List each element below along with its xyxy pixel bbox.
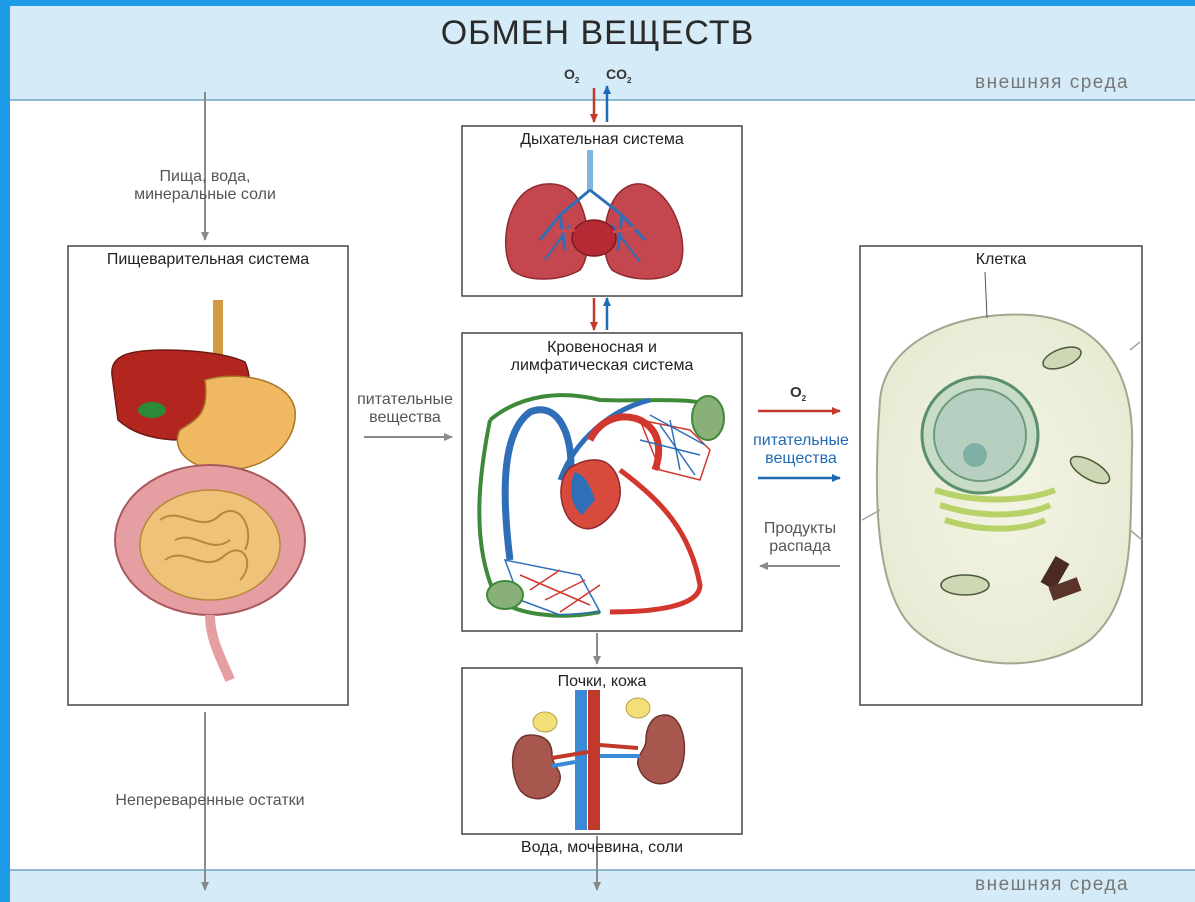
circulatory-title: Кровеносная и лимфатическая система (492, 339, 712, 375)
nutrients-in-label: питательные вещества (340, 391, 470, 427)
environment-label-bottom: внешняя среда (975, 874, 1129, 896)
o2-label: O2 (564, 66, 579, 85)
respiratory-title: Дыхательная система (462, 131, 742, 149)
undigested-label: Непереваренные остатки (80, 792, 340, 810)
environment-label-top: внешняя среда (975, 72, 1129, 94)
excretion-label: Вода, мочевина, соли (462, 839, 742, 857)
kidneys-box (462, 668, 742, 834)
nutrients-to-cell-label: питательные вещества (742, 432, 860, 468)
cell-title: Клетка (860, 251, 1142, 269)
page-title: ОБМЕН ВЕЩЕСТВ (0, 14, 1195, 53)
kidneys-title: Почки, кожа (462, 673, 742, 691)
digestive-title: Пищеварительная система (68, 251, 348, 269)
co2-label: CO2 (606, 66, 631, 85)
decay-products-label: Продукты распада (745, 520, 855, 556)
food-intake-label: Пища, вода, минеральные соли (110, 168, 300, 204)
respiratory-box (462, 126, 742, 296)
o2-to-cell-label: O2 (790, 384, 806, 403)
